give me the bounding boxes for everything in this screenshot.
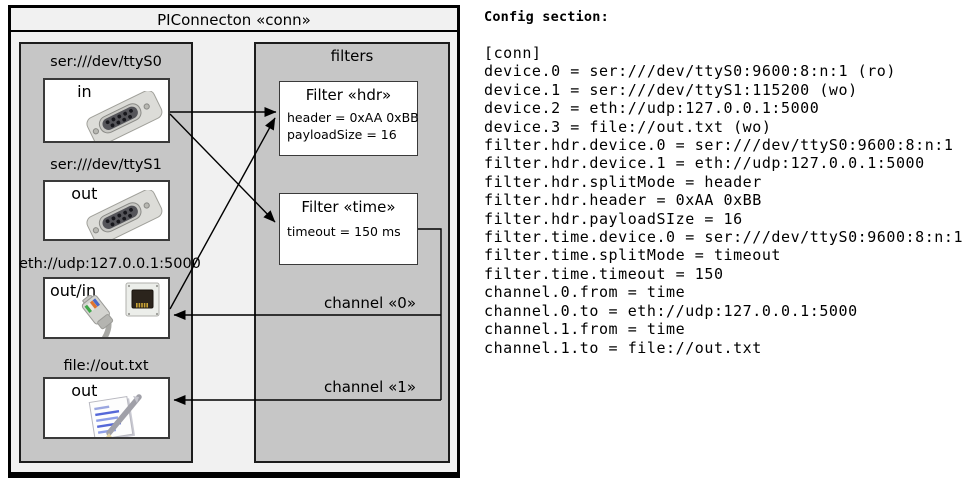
serial-connector-icon <box>86 190 163 239</box>
filter-hdr-box: Filter «hdr» header = 0xAA 0xBB payloadS… <box>279 81 419 156</box>
filter-time-title: Filter «time» <box>301 198 396 216</box>
filter-hdr-attr-payloadsize: payloadSize = 16 <box>287 127 397 142</box>
filter-time-attr-timeout: timeout = 150 ms <box>287 224 401 239</box>
device-port-ser0: in <box>77 82 92 101</box>
device-port-ser1: out <box>71 184 98 203</box>
config-section-heading: Config section: <box>484 9 609 25</box>
device-label-ser1: ser:///dev/ttyS1 <box>50 157 162 173</box>
channel-1-label: channel «1» <box>323 378 416 396</box>
device-box-eth: out/in <box>43 277 170 339</box>
channel-0-label: channel «0» <box>323 294 416 312</box>
device-port-file: out <box>71 381 98 400</box>
device-label-ser0: ser:///dev/ttyS0 <box>50 54 162 70</box>
config-text: [conn] device.0 = ser:///dev/ttyS0:9600:… <box>484 44 964 357</box>
filter-time-box: Filter «time» timeout = 150 ms <box>279 193 418 265</box>
serial-connector-icon <box>86 91 163 141</box>
ethernet-plug-icon <box>81 295 114 337</box>
diagram-title: PIConnecton «conn» <box>11 8 457 32</box>
device-port-eth: out/in <box>50 281 97 300</box>
filter-hdr-attr-header: header = 0xAA 0xBB <box>287 110 419 125</box>
device-box-ser0: in <box>43 78 170 143</box>
device-box-file: out <box>43 377 170 439</box>
filters-group-title: filters <box>330 47 374 65</box>
device-label-file: file://out.txt <box>63 358 149 374</box>
device-box-ser1: out <box>43 180 170 241</box>
notepad-pencil-icon <box>88 394 142 437</box>
filter-hdr-title: Filter «hdr» <box>305 86 392 104</box>
device-label-eth: eth://udp:127.0.0.1:5000 <box>19 256 201 272</box>
ethernet-jack-icon <box>125 282 160 317</box>
